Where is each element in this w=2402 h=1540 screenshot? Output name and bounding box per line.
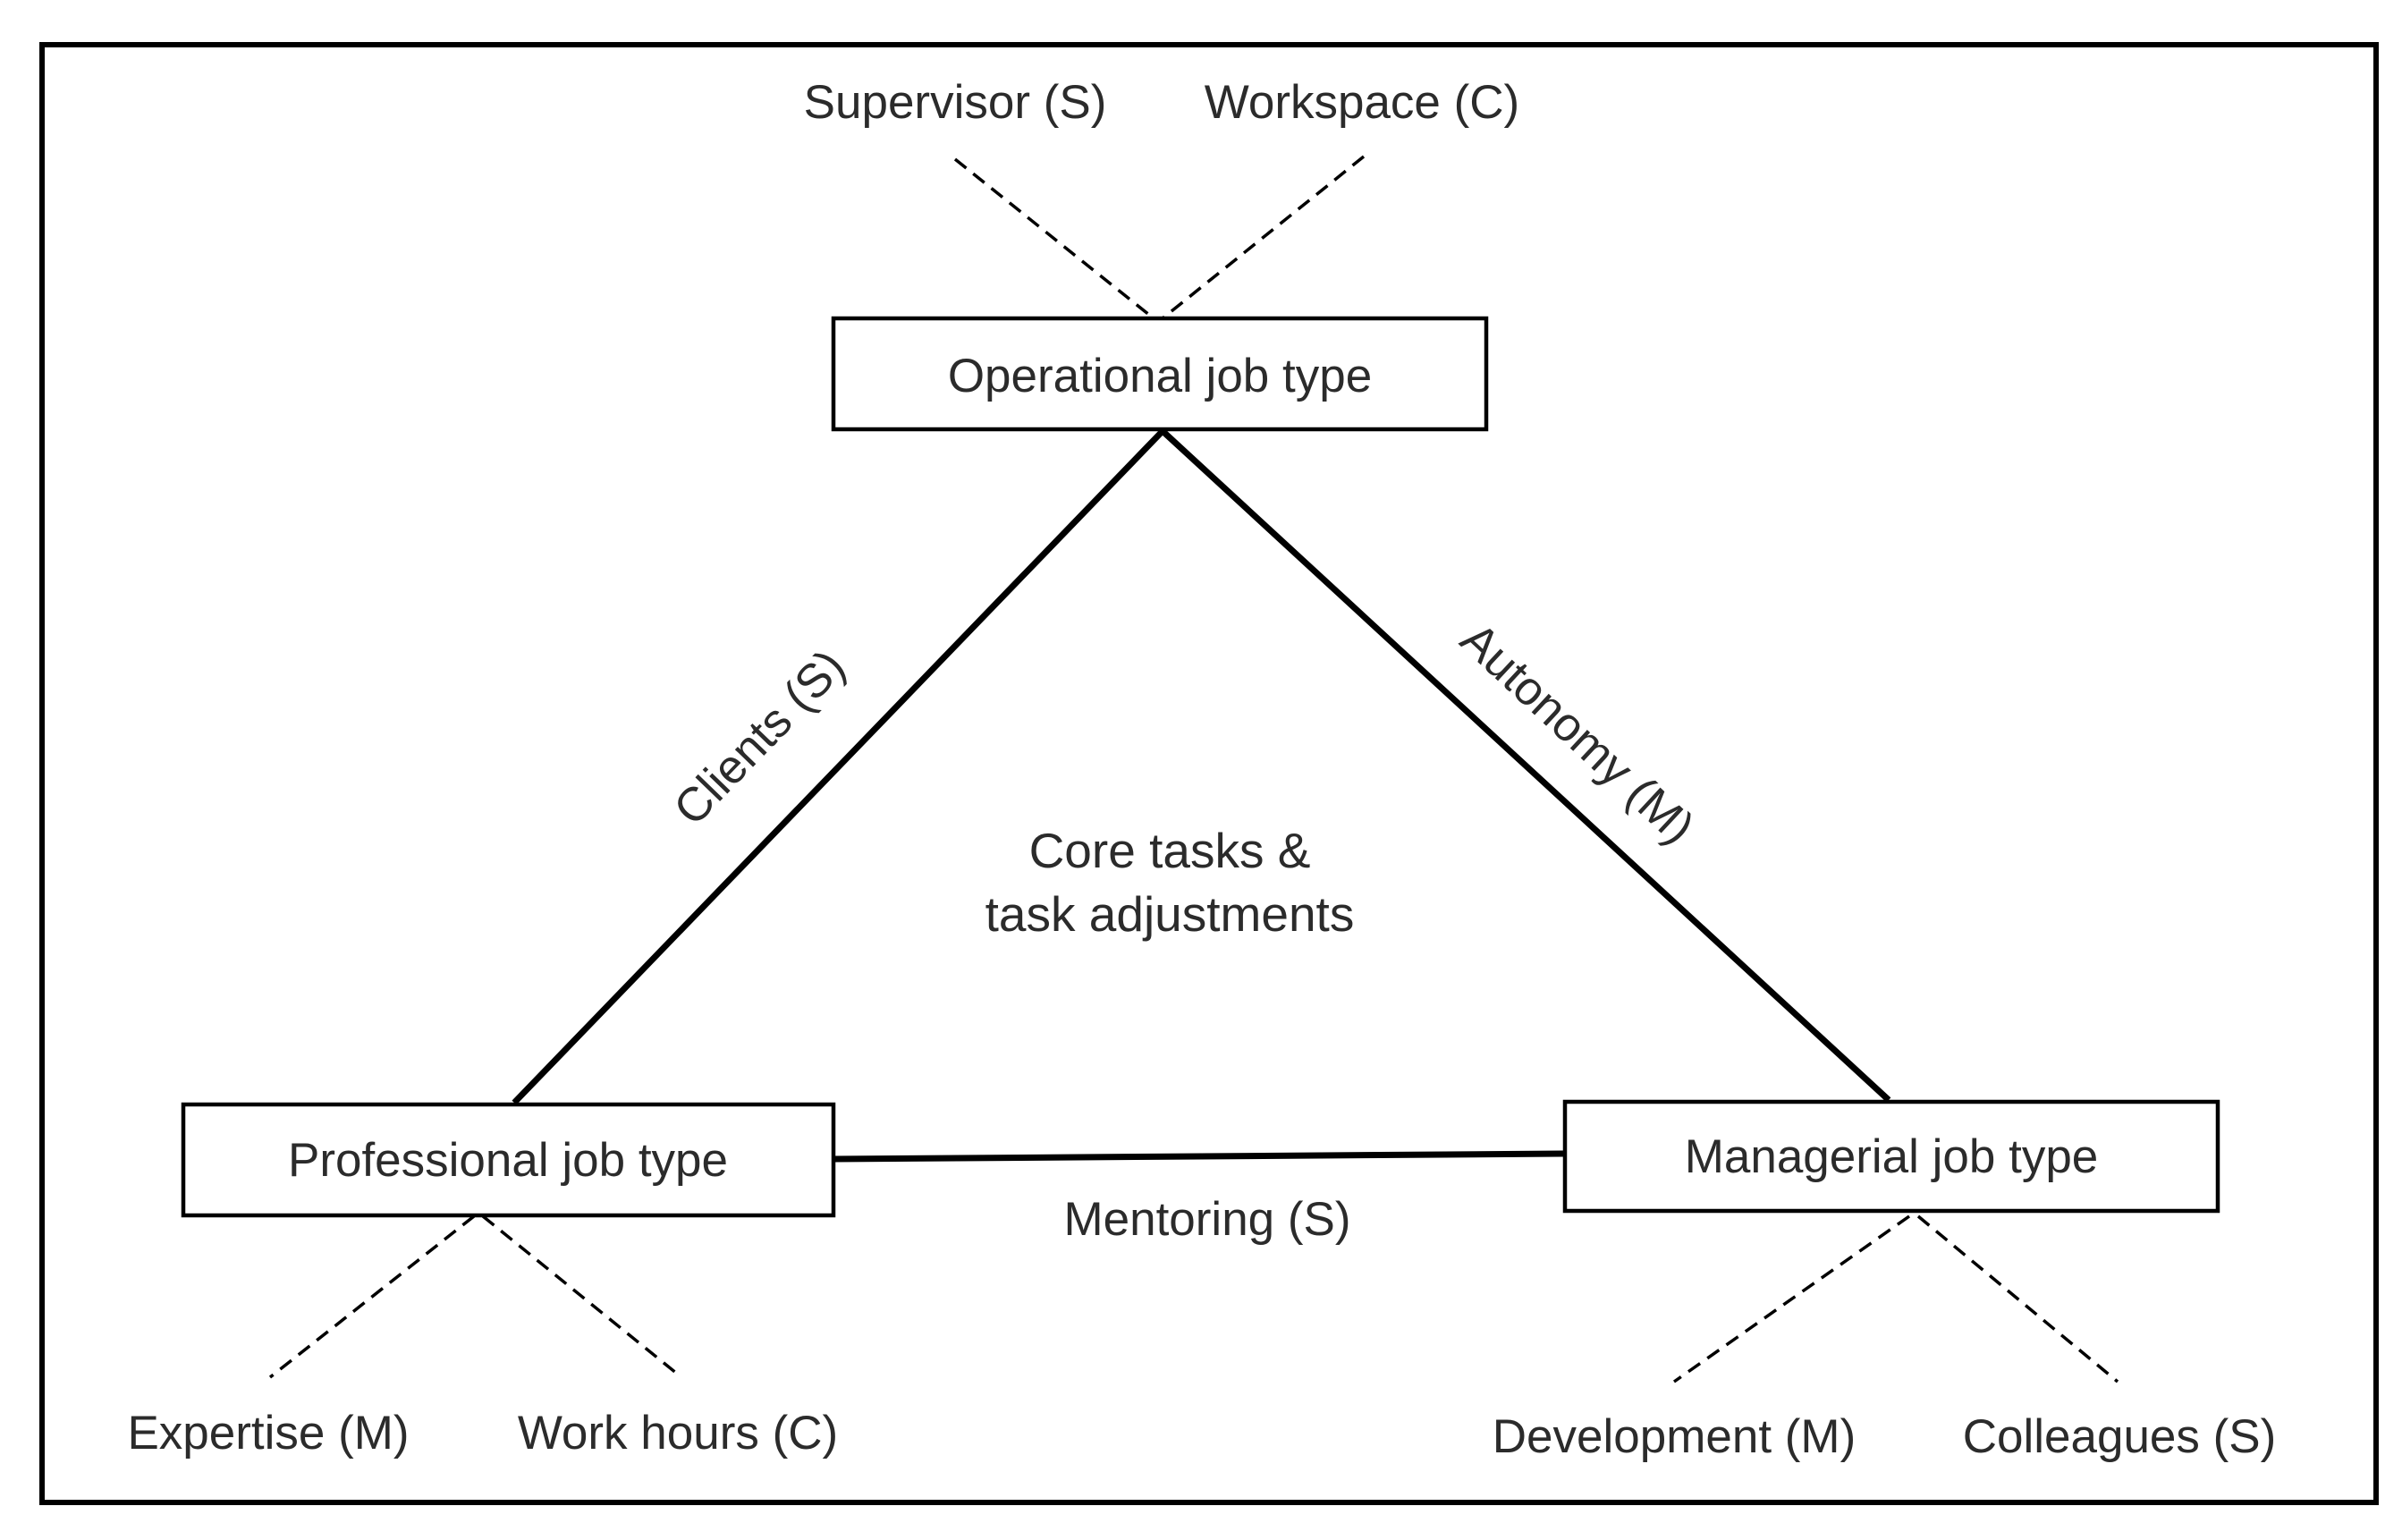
- edge-label-mentoring: Mentoring (S): [1063, 1193, 1350, 1246]
- branch-line-expertise: [268, 1214, 476, 1379]
- branch-label-workspace: Workspace (C): [1205, 76, 1519, 129]
- edge-label-clients: Clients (S): [664, 639, 855, 835]
- branch-line-workspace: [1161, 155, 1366, 320]
- node-professional-label: Professional job type: [288, 1134, 728, 1187]
- branch-line-development: [1672, 1214, 1911, 1383]
- branch-label-development: Development (M): [1493, 1410, 1856, 1463]
- node-managerial-box: [1562, 1099, 2220, 1214]
- node-operational-box: [831, 316, 1489, 432]
- edge-line-mentoring: [833, 1150, 1564, 1163]
- branch-label-work-hours: Work hours (C): [518, 1407, 838, 1460]
- node-managerial-label: Managerial job type: [1685, 1130, 2099, 1183]
- diagram-frame: [39, 42, 2379, 1505]
- edge-line-autonomy: [1160, 428, 1891, 1103]
- center-label-line1: Core tasks &: [1029, 823, 1311, 878]
- branch-label-colleagues: Colleagues (S): [1963, 1410, 2277, 1463]
- branch-line-work-hours: [481, 1214, 683, 1379]
- edge-line-clients: [512, 428, 1165, 1105]
- node-professional-box: [181, 1102, 836, 1218]
- branch-line-colleagues: [1916, 1214, 2119, 1383]
- node-professional: Professional job type: [181, 1102, 836, 1218]
- branch-label-supervisor: Supervisor (S): [804, 76, 1107, 129]
- node-operational-label: Operational job type: [948, 350, 1372, 402]
- center-label-line2: task adjustments: [985, 886, 1355, 942]
- node-operational: Operational job type: [831, 316, 1489, 432]
- node-managerial: Managerial job type: [1562, 1099, 2220, 1214]
- branch-label-expertise: Expertise (M): [127, 1407, 409, 1460]
- branch-line-supervisor: [953, 157, 1155, 320]
